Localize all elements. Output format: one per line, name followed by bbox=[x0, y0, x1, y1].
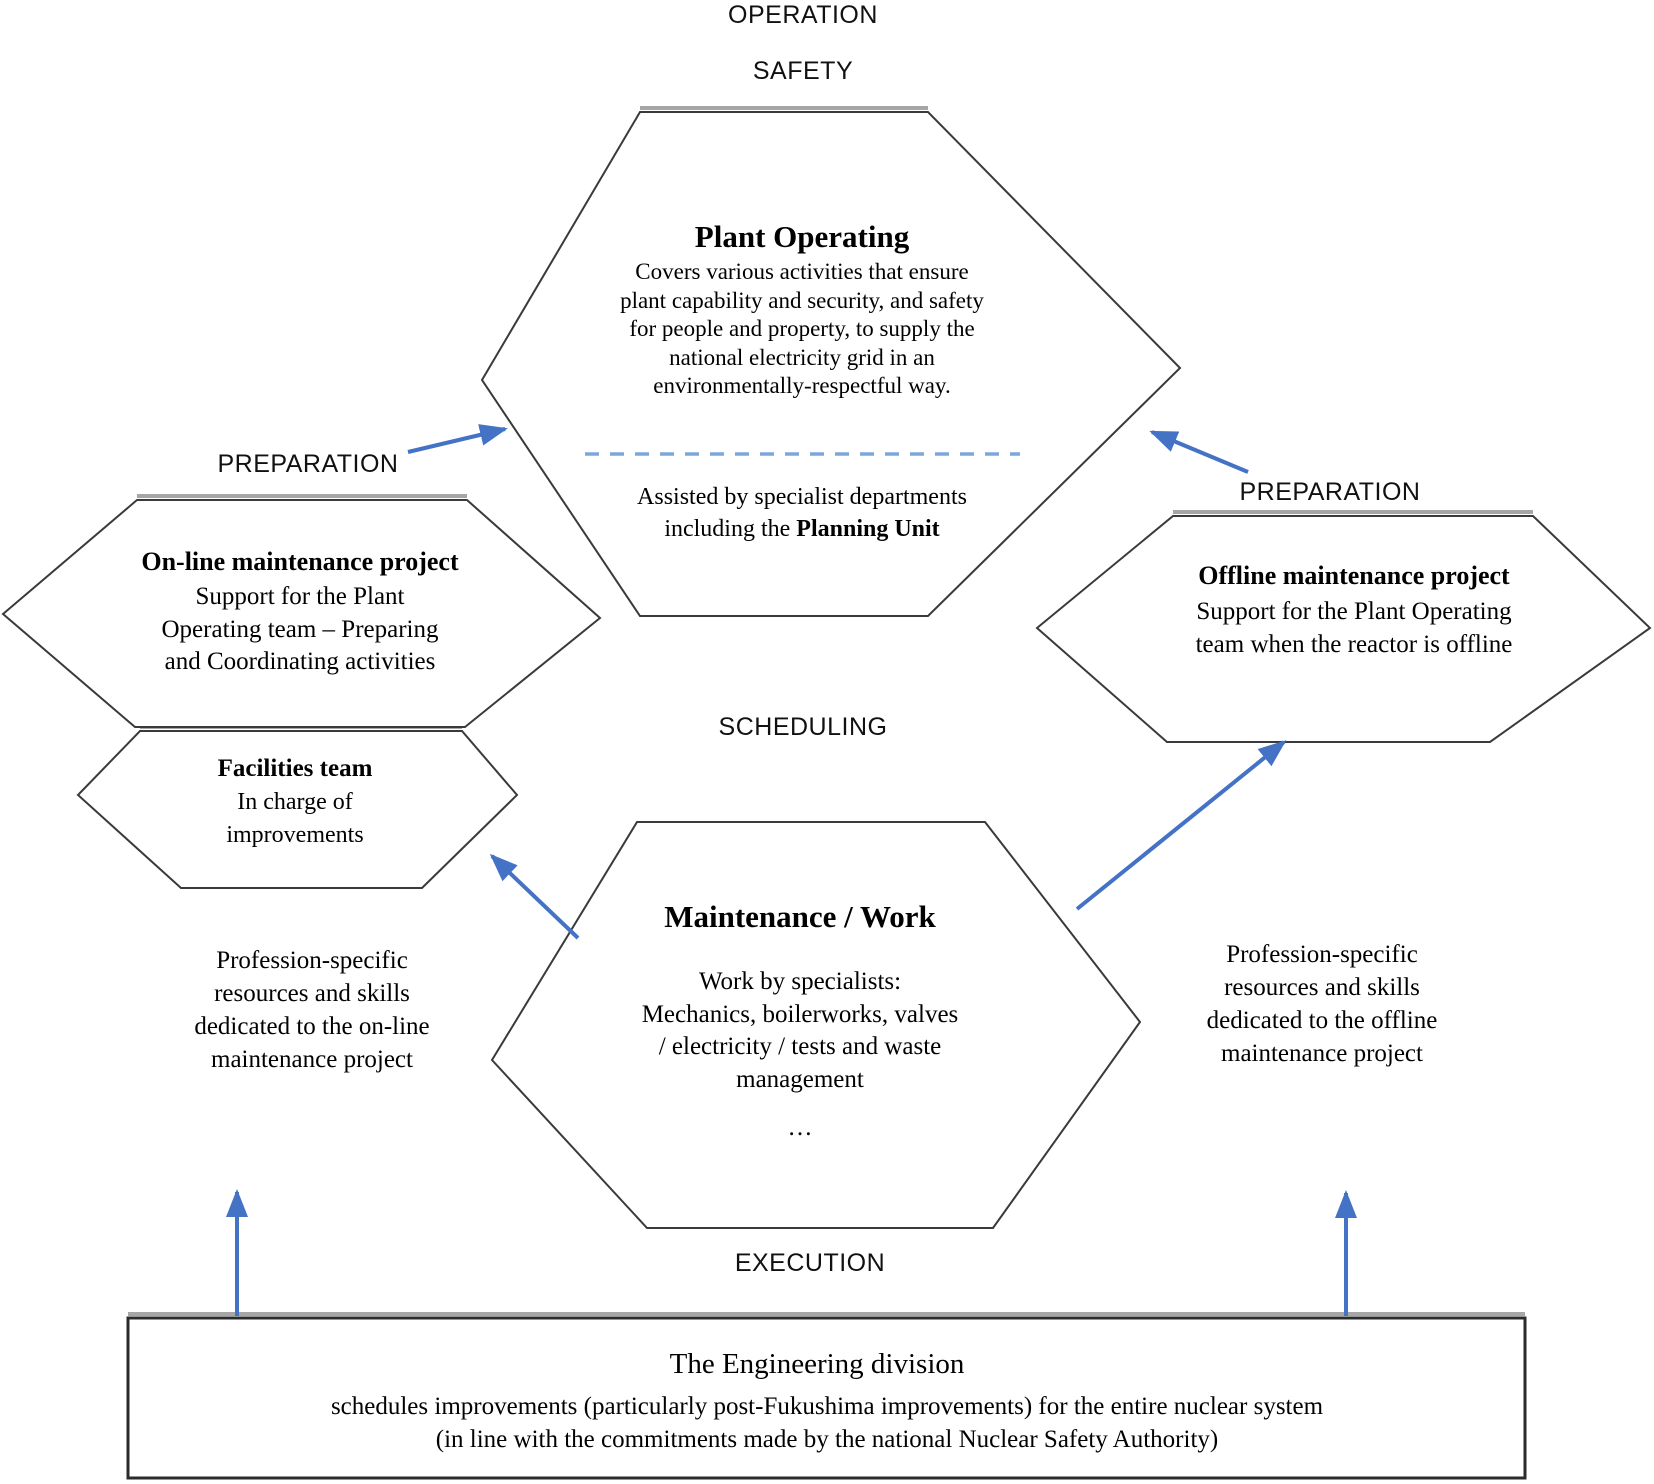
facilities-hexagon-title: Facilities team bbox=[217, 755, 373, 782]
label-operation: OPERATION bbox=[728, 1, 878, 29]
label-scheduling: SCHEDULING bbox=[718, 713, 888, 741]
arrow-maintenance-to-facilities bbox=[489, 853, 580, 940]
arrow-maintenance-to-offline bbox=[1075, 740, 1287, 911]
maintenance-work-hexagon bbox=[490, 821, 1142, 1229]
right-profession-note: Profession-specific resources and skills… bbox=[1206, 941, 1438, 1067]
plant-assisted-text: Assisted by specialist departments inclu… bbox=[637, 484, 967, 542]
plant-hexagon-assisted-note: Assisted by specialist departments inclu… bbox=[582, 481, 1022, 545]
offline-maintenance-hexagon bbox=[1035, 515, 1652, 743]
engineering-division-box bbox=[126, 1316, 1527, 1480]
maintenance-hexagon-title: Maintenance / Work bbox=[664, 899, 936, 934]
plant-assisted-bold: Planning Unit bbox=[796, 516, 940, 542]
arrow-preparation-left-to-plant bbox=[407, 424, 508, 454]
offline-hexagon-title: Offline maintenance project bbox=[1198, 561, 1510, 590]
online-hexagon-title: On-line maintenance project bbox=[141, 547, 459, 576]
label-execution: EXECUTION bbox=[734, 1249, 886, 1277]
engineering-box-body: schedules improvements (particularly pos… bbox=[330, 1393, 1324, 1453]
online-maintenance-hexagon bbox=[1, 499, 602, 728]
left-profession-note: Profession-specific resources and skills… bbox=[194, 947, 430, 1073]
maintenance-hexagon-ellipsis: … bbox=[787, 1114, 813, 1141]
maintenance-hexagon-body: Work by specialists: Mechanics, boilerwo… bbox=[641, 968, 959, 1093]
offline-hexagon-body: Support for the Plant Operating team whe… bbox=[1195, 598, 1513, 658]
engineering-box-title: The Engineering division bbox=[669, 1348, 965, 1380]
arrow-preparation-right-to-plant bbox=[1149, 430, 1249, 474]
facilities-team-hexagon bbox=[76, 730, 519, 889]
label-safety: SAFETY bbox=[752, 57, 854, 85]
facilities-hexagon-body: In charge of improvements bbox=[226, 789, 364, 848]
plant-operating-hexagon bbox=[480, 111, 1182, 617]
plant-hexagon-body: Covers various activities that ensure pl… bbox=[620, 259, 984, 398]
plant-hexagon-title: Plant Operating bbox=[694, 219, 910, 254]
online-hexagon-body: Support for the Plant Operating team – P… bbox=[161, 583, 439, 675]
label-preparation-left: PREPARATION bbox=[217, 450, 399, 478]
label-preparation-right: PREPARATION bbox=[1239, 478, 1421, 506]
